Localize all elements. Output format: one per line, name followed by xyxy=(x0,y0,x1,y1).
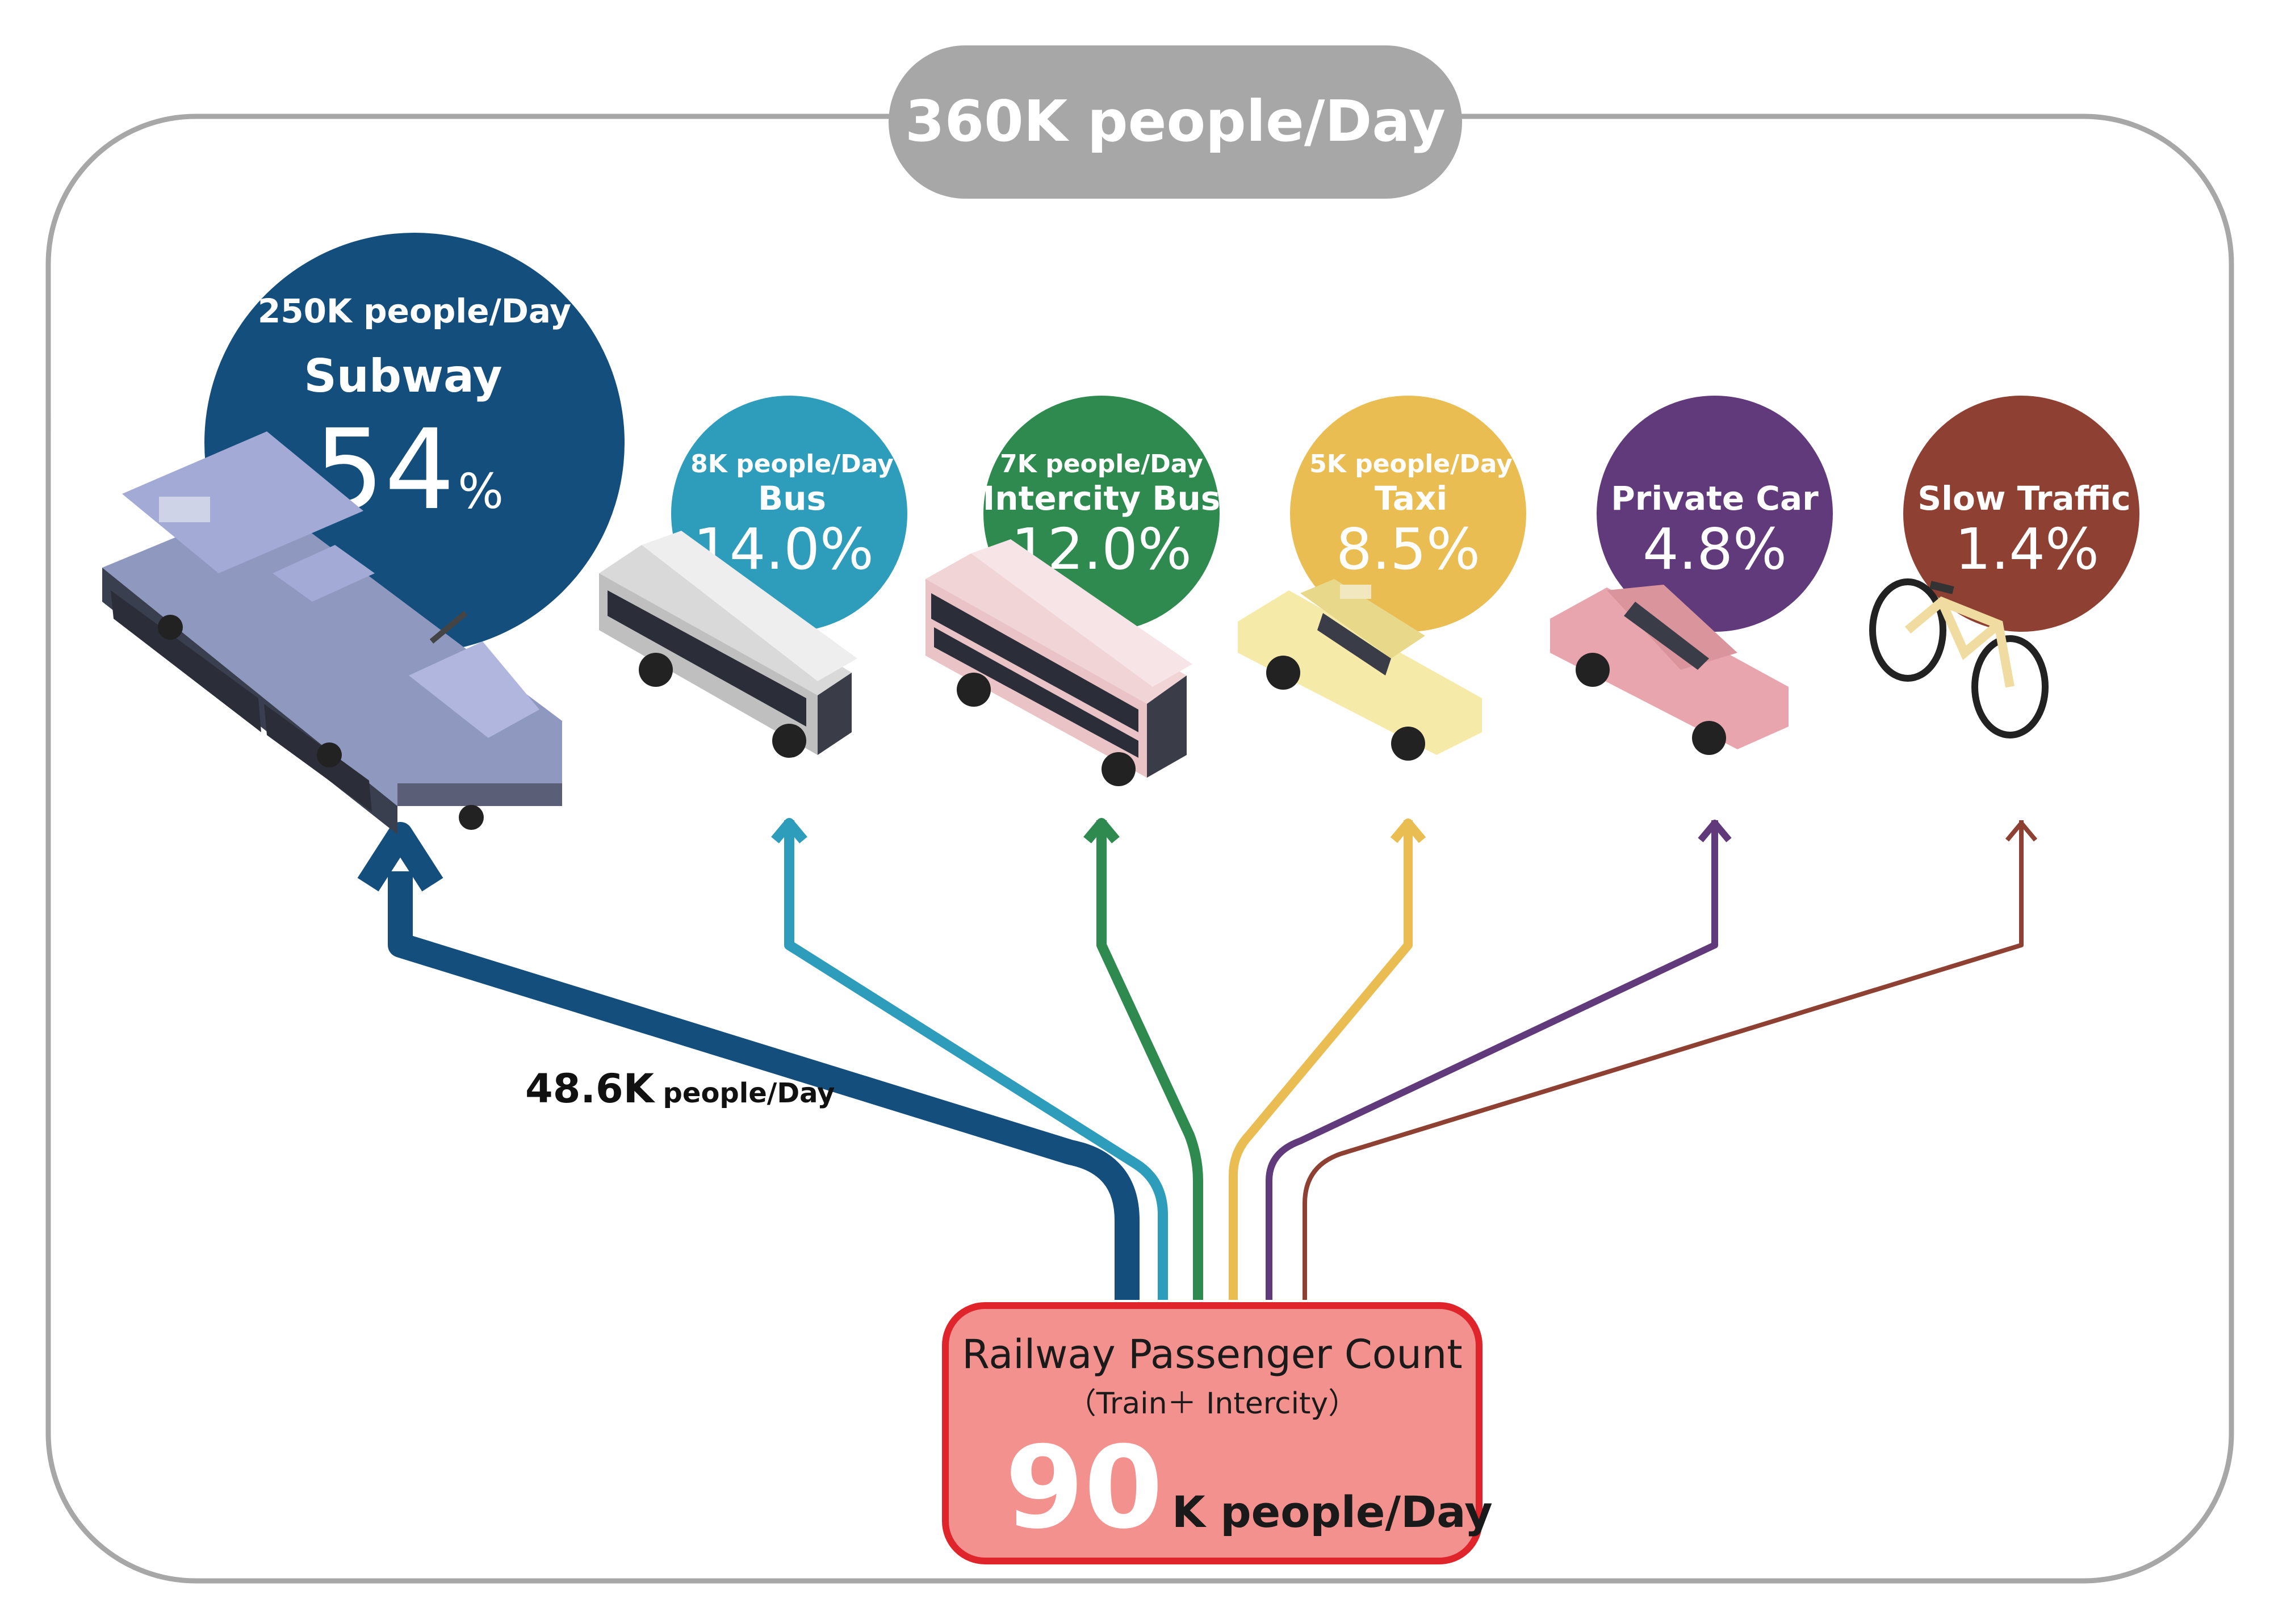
source-title: Railway Passenger Count xyxy=(962,1331,1462,1378)
taxi-share: 8.5% xyxy=(1336,516,1480,582)
intercity-count: 7K people/Day xyxy=(1000,450,1203,479)
taxi-icon xyxy=(1238,579,1482,761)
flow-line-slow xyxy=(1303,820,2024,1300)
flow-line-intercity xyxy=(1096,820,1203,1300)
source-value-line: 90 K people/Day xyxy=(1005,1422,1493,1554)
mode-taxi: 5K people/Day Taxi 8.5% xyxy=(1238,396,1526,761)
private-car-name: Private Car xyxy=(1611,479,1819,518)
bus-name: Bus xyxy=(758,479,826,518)
subway-flow-label: 48.6K people/Day xyxy=(525,1065,835,1112)
flow-arrow-slow xyxy=(2005,821,2038,842)
source-value: 90 xyxy=(1005,1422,1163,1554)
slow-share: 1.4% xyxy=(1955,516,2099,582)
source-unit: K people/Day xyxy=(1172,1487,1493,1537)
mode-intercity: 7K people/Day Intercity Bus 12.0% xyxy=(925,396,1220,786)
tram-icon xyxy=(102,431,562,834)
slow-name: Slow Traffic xyxy=(1917,479,2130,518)
subway-share-unit: % xyxy=(458,464,504,520)
subway-count: 250K people/Day xyxy=(258,292,571,330)
subway-name: Subway xyxy=(304,350,502,402)
mode-private-car: Private Car 4.8% xyxy=(1550,396,1833,755)
flow-arrow-intercity xyxy=(1083,818,1120,844)
taxi-circle xyxy=(1290,396,1526,632)
taxi-count: 5K people/Day xyxy=(1309,450,1513,479)
mode-bus: 8K people/Day Bus 14.0% xyxy=(599,396,907,758)
bus-count: 8K people/Day xyxy=(690,450,894,479)
flow-arrow-bus xyxy=(771,818,807,844)
slow-circle xyxy=(1903,396,2139,632)
total-badge: 360K people/Day xyxy=(889,45,1462,199)
flow-arrow-subway xyxy=(357,822,443,892)
bicycle-icon xyxy=(1869,578,2049,738)
subway-flow-value: 48.6K xyxy=(525,1065,656,1112)
total-label: 360K people/Day xyxy=(905,88,1446,154)
flow-line-bus xyxy=(784,820,1168,1300)
flow-line-private-car xyxy=(1266,820,1718,1300)
source-subtitle: （Train＋ Intercity） xyxy=(1067,1387,1358,1421)
bus-icon xyxy=(599,531,857,758)
flow-arrow-private-car xyxy=(1698,820,1732,842)
source-box: Railway Passenger Count （Train＋ Intercit… xyxy=(942,1302,1493,1564)
flow-line-subway xyxy=(388,871,1140,1300)
flow-line-taxi xyxy=(1229,820,1413,1300)
taxi-name: Taxi xyxy=(1375,479,1448,518)
subway-flow-unit: people/Day xyxy=(663,1077,835,1109)
intercity-name: Intercity Bus xyxy=(983,479,1221,518)
coach-icon xyxy=(925,539,1192,786)
car-icon xyxy=(1550,585,1789,755)
mode-subway: 250K people/Day Subway 54 % xyxy=(102,233,625,834)
flow-lines xyxy=(357,818,2038,1300)
flow-arrow-taxi xyxy=(1390,819,1426,844)
private-car-circle xyxy=(1597,396,1833,632)
mode-slow: Slow Traffic 1.4% xyxy=(1869,396,2139,738)
private-car-share: 4.8% xyxy=(1643,516,1787,582)
